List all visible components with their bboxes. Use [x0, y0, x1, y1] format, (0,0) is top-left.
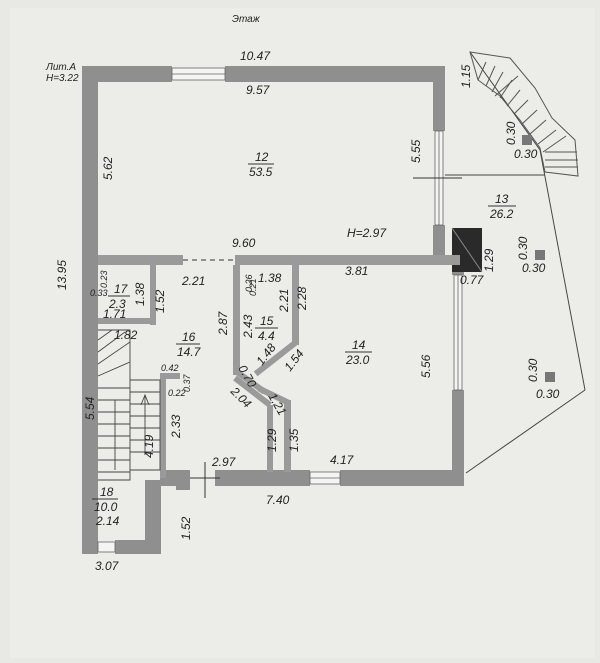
dim-r16-small1: 0.42: [161, 363, 179, 373]
interior-stair: [97, 329, 161, 481]
column-bottom: [545, 372, 555, 382]
dim-r17-tiny: 0.23: [99, 270, 109, 288]
column-mid: [535, 250, 545, 260]
dim-top-outer: 10.47: [240, 49, 271, 63]
dim-r14-left: 2.28: [295, 286, 309, 311]
dim-col-bot-v: 0.30: [526, 358, 540, 382]
exterior-stair: [469, 51, 579, 177]
dim-v129: 1.29: [265, 428, 279, 452]
dim-b297: 2.97: [211, 455, 237, 469]
room-12-number: 12: [255, 150, 269, 164]
dim-r17-h: 1.38: [133, 282, 147, 306]
dim-bottom-step: 1.52: [179, 516, 193, 540]
dim-r16-small2: 0.37: [182, 373, 192, 392]
dim-top-inner: 9.57: [246, 83, 271, 97]
dim-stair-w: 4.19: [142, 434, 156, 458]
room-13-area: 26.2: [489, 207, 514, 221]
room-17-number: 17: [114, 282, 129, 296]
dim-bottom-left: 3.07: [95, 559, 120, 573]
dim-r17-small: 0.33: [90, 288, 108, 298]
dim-chimney-v: 1.29: [482, 248, 496, 272]
small-dimensions: 0.33 0.42 0.22: [90, 288, 186, 398]
dim-r17-bottom: 1.71: [103, 307, 126, 321]
dim-room12-bottom: 9.60: [232, 236, 256, 250]
room-13-number: 13: [495, 192, 509, 206]
dim-r15-right: 2.21: [277, 289, 291, 313]
dim-col-mid-v: 0.30: [516, 236, 530, 260]
room-16-number: 16: [182, 330, 196, 344]
dim-v135: 1.35: [287, 428, 301, 452]
dim-bottom-total: 7.40: [266, 493, 290, 507]
building-lit-label: Лит.А: [45, 62, 76, 73]
room-12-area: 53.5: [249, 165, 273, 179]
dim-col-mid: 0.30: [522, 261, 546, 275]
dim-stair-top: 1.15: [459, 64, 473, 88]
dim-r15-a: 0.26: [244, 274, 254, 292]
exterior-walls: [82, 66, 464, 554]
dim-room14-right: 5.56: [419, 354, 433, 378]
dim-r15-top: 1.38: [258, 271, 282, 285]
room-18-area: 10.0: [94, 500, 118, 514]
room-14-area: 23.0: [345, 353, 370, 367]
interior-walls: [98, 255, 460, 478]
room-18-number: 18: [100, 485, 114, 499]
dim-left-outer: 13.95: [55, 260, 69, 290]
dim-r17-right: 1.52: [153, 289, 167, 313]
dim-col-top-v: 0.30: [504, 121, 518, 145]
chimney: [451, 227, 483, 273]
room-16-divider: [233, 375, 273, 472]
dim-room14-top: 3.81: [345, 264, 368, 278]
ceiling-height: H=2.97: [347, 226, 387, 240]
small-vertical-dimensions: 0.23 0.26 0.21 0.37: [99, 270, 258, 392]
dim-r16-small3: 0.22: [168, 388, 186, 398]
dim-chimney-h: 0.77: [460, 273, 485, 287]
dim-r15-b: 0.21: [248, 278, 258, 296]
sheet-title: Этаж: [232, 14, 261, 25]
dim-col-bot: 0.30: [536, 387, 560, 401]
dim-r15-left: 2.43: [241, 314, 255, 339]
room-15-angled-walls: [232, 338, 300, 407]
room-16-area: 14.7: [177, 345, 202, 359]
room-15-number: 15: [260, 314, 274, 328]
door-markers: [190, 177, 462, 498]
building-height-label: H=3.22: [46, 73, 79, 84]
dim-room14-bottom: 4.17: [330, 453, 355, 467]
dim-r16-top: 1.82: [114, 328, 138, 342]
vertical-dimensions: 5.62 5.55 13.95 1.15 1.29 5.56 1.38 1.52…: [55, 64, 540, 540]
room-14-number: 14: [352, 338, 366, 352]
room-13-outline: [445, 51, 586, 474]
room-17-area: 2.3: [108, 297, 126, 311]
horizontal-dimensions: 10.47 9.57 9.60 3.81 4.17 2.21 1.38 1.71…: [95, 49, 560, 573]
dim-col-top: 0.30: [514, 147, 538, 161]
dim-r16-left: 2.87: [216, 310, 230, 336]
dim-r16-h: 2.33: [169, 414, 183, 439]
area-fraction-lines: [92, 163, 516, 500]
column-top: [522, 135, 532, 145]
dim-stair-len: 5.54: [83, 396, 97, 420]
dim-r18-width: 2.14: [95, 514, 120, 528]
dim-room12-right: 5.55: [409, 139, 423, 163]
dim-corridor-top: 2.21: [181, 274, 205, 288]
room-15-area: 4.4: [258, 329, 275, 343]
dim-room12-left: 5.62: [101, 156, 115, 180]
